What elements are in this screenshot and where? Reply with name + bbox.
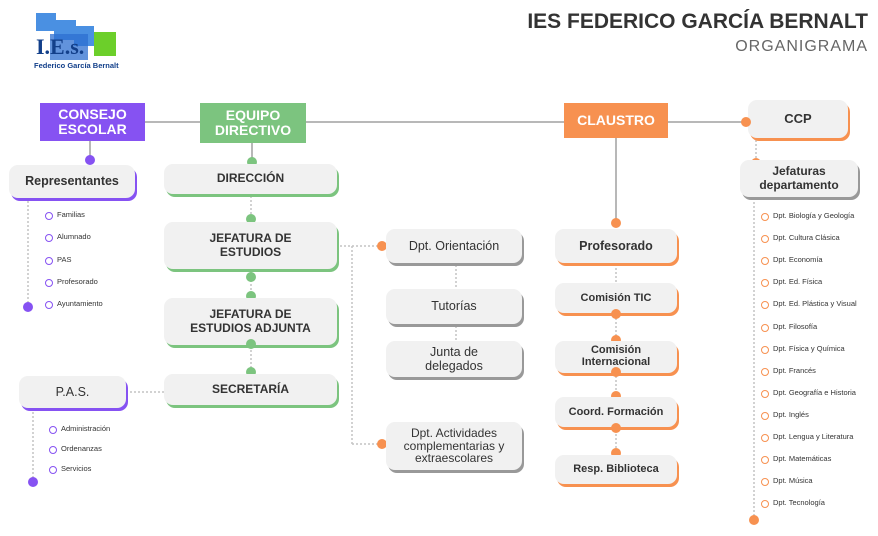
department-item[interactable]: Dpt. Biología y Geología xyxy=(773,211,855,220)
ayuntamiento-bullet xyxy=(45,301,53,309)
department-item[interactable]: Dpt. Cultura Clásica xyxy=(773,233,840,243)
administracion-item: Administración xyxy=(61,424,111,433)
jefaturas-departamento-node[interactable]: Jefaturas departamento xyxy=(740,160,858,197)
department-bullet xyxy=(761,345,769,354)
pas-end-dot xyxy=(28,477,38,487)
claustro-box[interactable]: CLAUSTRO xyxy=(564,103,668,138)
representantes-node[interactable]: Representantes xyxy=(9,165,135,198)
direccion-node[interactable]: DIRECCIÓN xyxy=(164,164,337,194)
department-bullet xyxy=(761,389,769,398)
secretaria-node[interactable]: SECRETARÍA xyxy=(164,374,337,405)
comision-tic-node[interactable]: Comisión TIC xyxy=(555,283,677,313)
resp-biblioteca-node[interactable]: Resp. Biblioteca xyxy=(555,455,677,484)
coord-bottom-dot xyxy=(611,423,621,433)
coord-formacion-node[interactable]: Coord. Formación xyxy=(555,397,677,427)
secretaria-top-dot xyxy=(246,367,256,377)
jefatura-estudios-node[interactable]: JEFATURA DE ESTUDIOS xyxy=(164,222,337,269)
page-subtitle: ORGANIGRAMA xyxy=(735,38,868,55)
familias-bullet xyxy=(45,212,53,220)
department-item[interactable]: Dpt. Economía xyxy=(773,255,823,265)
ordenanzas-bullet xyxy=(49,446,57,454)
pas-item: PAS xyxy=(57,255,72,264)
department-bullet xyxy=(761,213,769,221)
dpt-actividades-node[interactable]: Dpt. Actividades complementarias y extra… xyxy=(386,422,522,470)
orientacion-connector-dot xyxy=(377,241,387,251)
profesorado-node[interactable]: Profesorado xyxy=(555,229,677,263)
department-item[interactable]: Dpt. Ed. Física xyxy=(773,277,823,287)
logo-graphic xyxy=(36,13,116,60)
familias-item: Familias xyxy=(57,210,85,219)
departments-end-dot xyxy=(749,515,759,525)
servicios-bullet xyxy=(49,466,57,474)
department-item[interactable]: Dpt. Matemáticas xyxy=(773,454,832,464)
dpt-orientacion-node[interactable]: Dpt. Orientación xyxy=(386,229,522,263)
department-item[interactable]: Dpt. Inglés xyxy=(773,409,809,419)
department-bullet xyxy=(761,367,769,376)
department-bullet xyxy=(761,301,769,310)
department-bullet xyxy=(761,235,769,244)
department-item[interactable]: Dpt. Tecnología xyxy=(773,498,825,508)
department-item[interactable]: Dpt. Física y Química xyxy=(773,343,845,353)
servicios-item: Servicios xyxy=(61,464,92,473)
profesorado-item: Profesorado xyxy=(57,277,98,286)
tutorias-node[interactable]: Tutorías xyxy=(386,289,522,324)
representantes-end-dot xyxy=(23,302,33,312)
logo-caption: Federico García Bernalt xyxy=(34,61,119,70)
department-item[interactable]: Dpt. Ed. Plástica y Visual xyxy=(773,299,857,309)
ordenanzas-item: Ordenanzas xyxy=(61,444,102,453)
department-item[interactable]: Dpt. Filosofía xyxy=(773,321,818,331)
actividades-connector-dot xyxy=(377,439,387,449)
school-logo: I.E.s. Federico García Bernalt xyxy=(30,8,122,72)
alumnado-item: Alumnado xyxy=(57,232,91,241)
equipo-connector-dot xyxy=(247,157,257,167)
administracion-bullet xyxy=(49,426,57,434)
alumnado-bullet xyxy=(45,234,53,242)
department-item[interactable]: Dpt. Francés xyxy=(773,365,816,375)
page-title: IES FEDERICO GARCÍA BERNALT xyxy=(527,10,868,33)
department-item[interactable]: Dpt. Lengua y Literatura xyxy=(773,432,854,441)
ccp-node[interactable]: CCP xyxy=(748,100,848,138)
biblioteca-top-dot xyxy=(611,448,621,458)
adjunta-bottom-dot xyxy=(246,339,256,349)
consejo-connector-dot xyxy=(85,155,95,165)
department-bullet xyxy=(761,500,769,509)
pas-bullet xyxy=(45,257,53,265)
coord-top-dot xyxy=(611,391,621,401)
junta-delegados-node[interactable]: Junta de delegados xyxy=(386,341,522,377)
internacional-bottom-dot xyxy=(611,367,621,377)
profesorado-bullet xyxy=(45,279,53,287)
department-item[interactable]: Dpt. Música xyxy=(773,476,813,486)
department-bullet xyxy=(761,323,769,332)
department-bullet xyxy=(761,411,769,420)
jefatura-adjunta-node[interactable]: JEFATURA DE ESTUDIOS ADJUNTA xyxy=(164,298,337,345)
department-bullet xyxy=(761,434,769,442)
department-bullet xyxy=(761,456,769,465)
consejo-escolar-box[interactable]: CONSEJO ESCOLAR xyxy=(40,103,145,141)
department-bullet xyxy=(761,257,769,266)
jefatura-bottom-dot xyxy=(246,272,256,282)
ayuntamiento-item: Ayuntamiento xyxy=(57,299,103,308)
department-bullet xyxy=(761,478,769,487)
tic-bottom-dot xyxy=(611,309,621,319)
jefatura-top-dot xyxy=(246,214,256,224)
equipo-directivo-box[interactable]: EQUIPO DIRECTIVO xyxy=(200,103,306,143)
ccp-connector-dot xyxy=(741,117,751,127)
internacional-top-dot xyxy=(611,335,621,345)
department-bullet xyxy=(761,279,769,288)
claustro-connector-dot xyxy=(611,218,621,228)
logo-mark: I.E.s. xyxy=(36,34,85,59)
department-item[interactable]: Dpt. Geografía e Historia xyxy=(773,387,856,397)
adjunta-top-dot xyxy=(246,291,256,301)
pas-node[interactable]: P.A.S. xyxy=(19,376,126,408)
